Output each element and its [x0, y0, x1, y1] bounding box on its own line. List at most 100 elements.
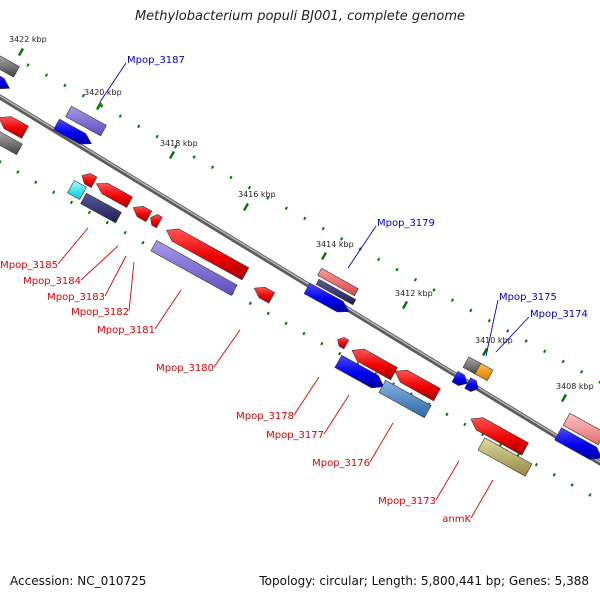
- outer-tick-dot: [413, 277, 418, 282]
- gene-feature-forward: [53, 118, 93, 145]
- kbp-tick-mark: [321, 251, 327, 261]
- gene-label-leader: [104, 255, 127, 297]
- outer-tick-dot: [321, 226, 325, 231]
- gene-label-leader: [213, 329, 241, 368]
- gene-feature-lavender: [65, 105, 107, 137]
- gene-label-leader: [369, 422, 394, 463]
- outer-tick-dot: [266, 196, 270, 200]
- inner-tick-dot: [320, 341, 324, 346]
- outer-tick-dot: [284, 206, 288, 210]
- gene-label-leader: [495, 316, 530, 353]
- gene-label[interactable]: Mpop_3175: [499, 292, 557, 303]
- kbp-tick-mark: [169, 150, 175, 160]
- inner-tick-dot: [445, 412, 449, 417]
- kbp-tick-label: 3408 kbp: [556, 382, 594, 391]
- inner-tick-dot: [534, 462, 538, 467]
- gene-label-leader: [293, 376, 320, 416]
- gene-label-leader: [128, 261, 135, 312]
- outer-tick-dot: [432, 288, 436, 292]
- gene-label[interactable]: Mpop_3180: [156, 363, 214, 374]
- outer-tick-dot: [395, 267, 399, 272]
- inner-tick-dot: [338, 351, 342, 356]
- kbp-tick-mark: [96, 101, 102, 111]
- outer-tick-dot: [598, 380, 600, 384]
- backbone-layer: [0, 94, 600, 466]
- gene-label[interactable]: Mpop_3183: [47, 292, 105, 303]
- gene-label[interactable]: Mpop_3182: [71, 307, 129, 318]
- gene-feature-forward: [334, 354, 385, 389]
- outer-tick-dot: [118, 114, 122, 118]
- gene-feature-lavender: [150, 240, 238, 296]
- gene-feature-reverse: [337, 337, 350, 350]
- inner-tick-dot: [69, 200, 74, 205]
- gene-label[interactable]: Mpop_3178: [236, 411, 294, 422]
- gene-label[interactable]: Mpop_3176: [312, 458, 370, 469]
- gene-feature-forward: [464, 377, 479, 392]
- gene-labels-layer: Mpop_3187Mpop_3179Mpop_3175Mpop_3174Mpop…: [0, 55, 588, 525]
- outer-tick-dot: [63, 83, 67, 88]
- gene-feature-reverse: [81, 173, 98, 189]
- kbp-tick-mark: [561, 393, 567, 403]
- gene-label-leader: [154, 289, 182, 330]
- gene-feature-reverse: [253, 286, 276, 304]
- gene-label[interactable]: Mpop_3173: [378, 496, 436, 507]
- gene-label-leader: [323, 394, 350, 435]
- gene-feature-steel: [378, 379, 432, 419]
- kbp-tick-label: 3420 kbp: [84, 88, 122, 97]
- topology-text: Topology: circular; Length: 5,800,441 bp…: [259, 574, 589, 588]
- gene-feature-forward: [303, 282, 350, 313]
- gene-label[interactable]: Mpop_3184: [23, 276, 81, 287]
- gene-label-leader: [57, 227, 89, 265]
- inner-tick-dot: [16, 170, 20, 174]
- kbp-tick-mark: [402, 300, 408, 310]
- inner-tick-dot: [141, 240, 145, 245]
- kbp-tick-label: 3410 kbp: [475, 336, 513, 345]
- gene-label[interactable]: anmK: [442, 514, 471, 525]
- gene-feature-navy: [80, 192, 122, 224]
- gene-label[interactable]: Mpop_3181: [97, 325, 155, 336]
- gene-feature-reverse: [394, 369, 441, 402]
- gene-label[interactable]: Mpop_3179: [377, 218, 435, 229]
- gene-label[interactable]: Mpop_3177: [266, 430, 324, 441]
- gene-label[interactable]: Mpop_3185: [0, 260, 58, 271]
- gene-feature-reverse: [166, 228, 250, 281]
- genome-backbone: [0, 94, 600, 466]
- kbp-tick-label: 3418 kbp: [160, 139, 198, 148]
- gene-feature-reverse: [0, 116, 29, 139]
- label-leaders-layer: [57, 62, 530, 519]
- outer-tick-dot: [487, 318, 491, 323]
- outer-tick-dot: [100, 104, 104, 108]
- gene-label-leader: [435, 460, 460, 501]
- gene-feature-forward: [451, 370, 468, 386]
- gene-label-leader: [470, 479, 494, 519]
- gene-feature-olive: [477, 437, 533, 477]
- gene-label-leader: [80, 245, 119, 281]
- inner-tick-dot: [123, 230, 127, 235]
- outer-tick-dot: [26, 63, 30, 67]
- gene-feature-forward: [0, 75, 11, 90]
- gene-label-leader: [99, 62, 127, 103]
- gene-feature-forward: [554, 427, 600, 460]
- inner-tick-dot: [0, 160, 2, 164]
- gene-label[interactable]: Mpop_3187: [127, 55, 185, 66]
- outer-tick-dot: [81, 93, 85, 98]
- kbp-tick-label: 3412 kbp: [395, 289, 433, 298]
- outer-tick-dot: [155, 134, 159, 139]
- inner-tick-dot: [463, 422, 467, 427]
- gene-feature-gray: [0, 131, 23, 156]
- inner-tick-dot: [248, 301, 252, 306]
- outer-tick-dot: [229, 175, 233, 180]
- inner-tick-dot: [52, 190, 56, 195]
- outer-tick-dot: [174, 145, 178, 149]
- gene-label[interactable]: Mpop_3174: [530, 309, 588, 320]
- outer-tick-dot: [137, 124, 141, 129]
- outer-tick-dot: [469, 308, 473, 313]
- gene-feature-pink: [562, 412, 600, 446]
- gene-features-layer: [0, 55, 600, 477]
- outer-tick-dot: [340, 237, 344, 241]
- genome-backbone-highlight: [0, 95, 600, 463]
- gene-feature-cyan: [67, 180, 87, 200]
- kbp-tick-label: 3414 kbp: [316, 240, 354, 249]
- gene-feature-reverse: [351, 348, 398, 381]
